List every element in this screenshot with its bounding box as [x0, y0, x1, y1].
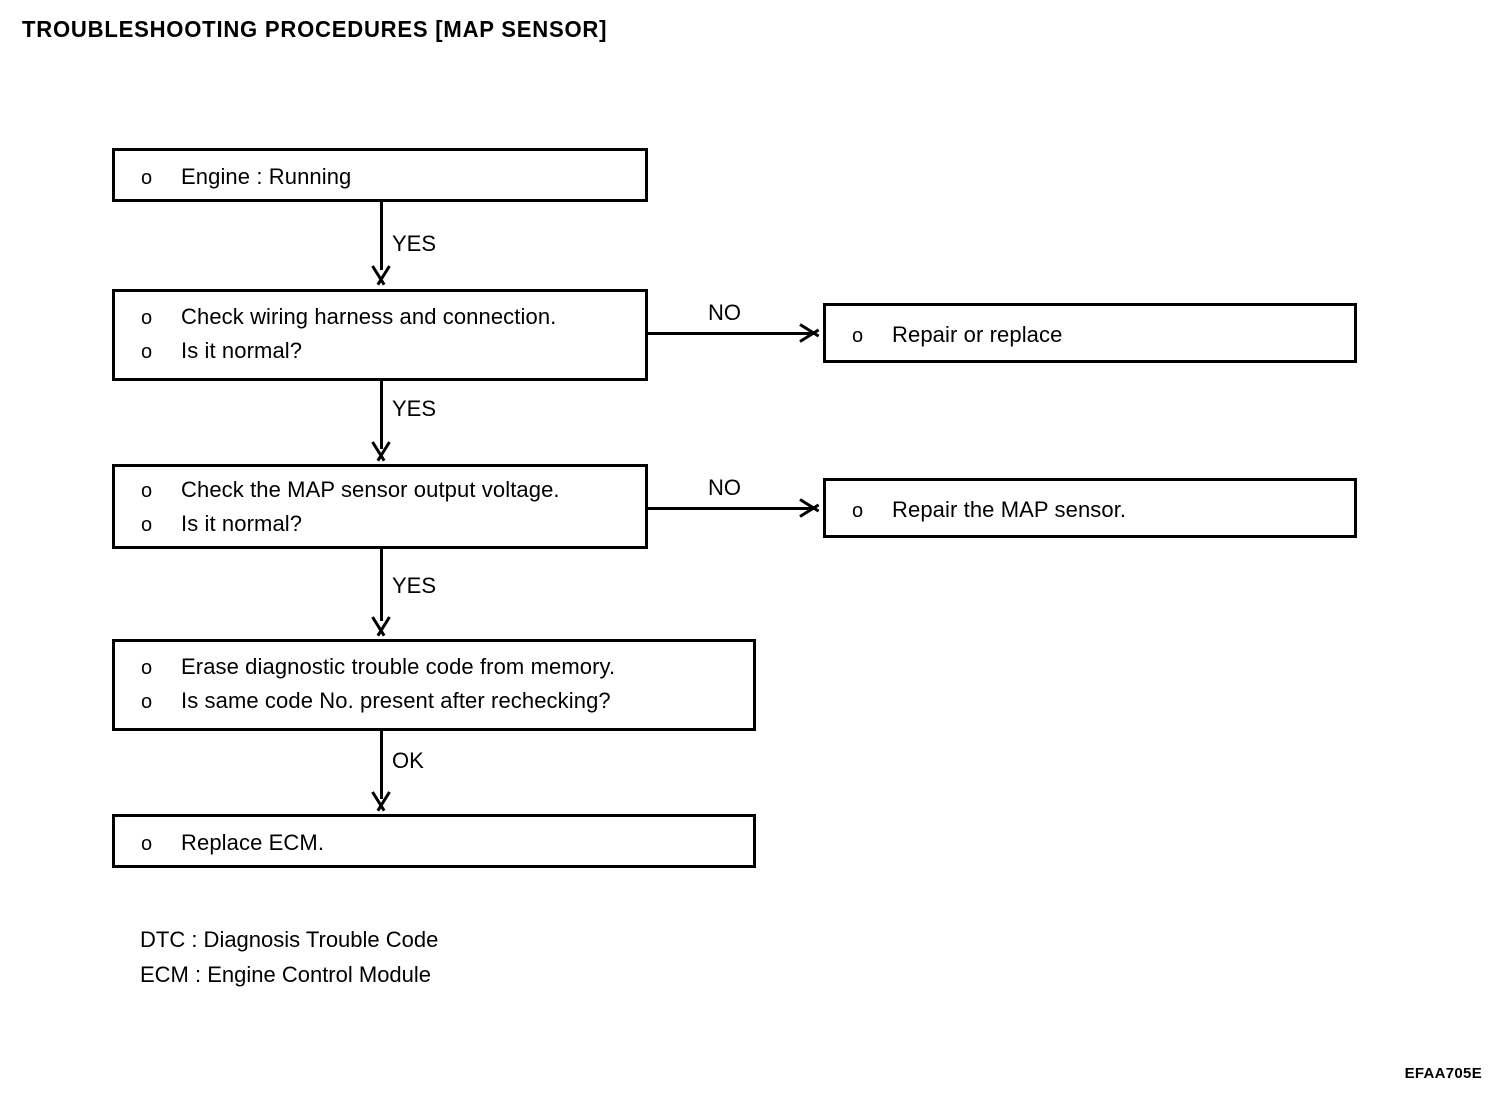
arrow-head-right-no-1 [800, 320, 820, 346]
flow-box-text: Repair or replace [892, 322, 1063, 347]
connector-label-no-2: NO [708, 475, 741, 500]
flow-box-text: Repair the MAP sensor. [892, 497, 1127, 522]
bullet-marker: o [141, 514, 153, 536]
flow-box-line: o Engine : Running [141, 164, 351, 190]
flow-box-line: o Repair or replace [852, 322, 1062, 348]
arrow-head-down-ok [368, 792, 394, 812]
flow-box-line: o Check wiring harness and connection. [141, 304, 556, 330]
bullet-marker: o [141, 691, 153, 713]
connector-label-no-1: NO [708, 300, 741, 325]
flow-box-line: o Replace ECM. [141, 830, 324, 856]
flow-box-text: Replace ECM. [181, 830, 325, 855]
bullet-marker: o [852, 325, 864, 347]
connector-label-yes-2: YES [392, 396, 437, 421]
arrow-head-down-yes-2 [368, 442, 394, 462]
bullet-marker: o [141, 341, 153, 363]
page-title: TROUBLESHOOTING PROCEDURES [MAP SENSOR] [22, 16, 608, 42]
connector-line-yes-3 [380, 549, 383, 621]
flow-box-text: Check wiring harness and connection. [181, 304, 557, 329]
connector-label-ok: OK [392, 748, 424, 773]
flow-box-line: o Is same code No. present after rechecki… [141, 688, 611, 714]
bullet-marker: o [141, 833, 153, 855]
flow-box-line: o Check the MAP sensor output voltage. [141, 477, 560, 503]
flow-box-line: o Erase diagnostic trouble code from memo… [141, 654, 615, 680]
bullet-marker: o [141, 657, 153, 679]
flow-box-text: Is it normal? [181, 511, 303, 536]
flow-box-text: Is same code No. present after recheckin… [181, 688, 611, 713]
flow-box-engine-running: o Engine : Running [112, 148, 648, 202]
flow-box-text: Check the MAP sensor output voltage. [181, 477, 560, 502]
flow-box-repair-replace: o Repair or replace [823, 303, 1357, 363]
connector-label-yes-1: YES [392, 231, 437, 256]
bullet-marker: o [852, 500, 864, 522]
arrow-head-down-yes-3 [368, 617, 394, 637]
arrow-head-right-no-2 [800, 495, 820, 521]
bullet-marker: o [141, 480, 153, 502]
flow-box-text: Erase diagnostic trouble code from memor… [181, 654, 616, 679]
flow-box-replace-ecm: o Replace ECM. [112, 814, 756, 868]
flow-box-line: o Repair the MAP sensor. [852, 497, 1126, 523]
flow-box-line: o Is it normal? [141, 511, 302, 537]
legend-line-dtc: DTC : Diagnosis Trouble Code [140, 927, 439, 952]
connector-line-no-2 [648, 507, 816, 510]
bullet-marker: o [141, 167, 153, 189]
connector-line-yes-2 [380, 381, 383, 449]
bullet-marker: o [141, 307, 153, 329]
legend-line-ecm: ECM : Engine Control Module [140, 962, 432, 987]
connector-line-yes-1 [380, 202, 383, 270]
connector-label-yes-3: YES [392, 573, 437, 598]
flow-box-line: o Is it normal? [141, 338, 302, 364]
flow-box-erase-dtc: o Erase diagnostic trouble code from memo… [112, 639, 756, 731]
legend: DTC : Diagnosis Trouble Code ECM : Engin… [140, 922, 438, 992]
connector-line-ok [380, 731, 383, 799]
connector-line-no-1 [648, 332, 816, 335]
flow-box-repair-map: o Repair the MAP sensor. [823, 478, 1357, 538]
arrow-head-down-yes-1 [368, 266, 394, 286]
flow-box-text: Is it normal? [181, 338, 303, 363]
figure-reference-code: EFAA705E [1404, 1065, 1482, 1082]
flow-box-text: Engine : Running [181, 164, 352, 189]
